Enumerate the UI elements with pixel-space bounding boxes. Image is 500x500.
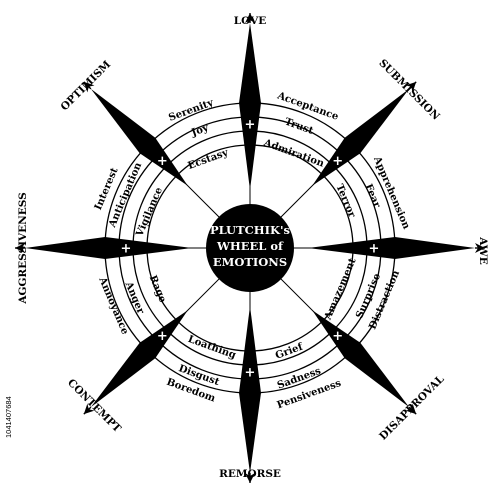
- plus-mark-awe: +: [369, 242, 380, 257]
- arrow-spike-optimism: [90, 88, 188, 186]
- label-fear: Fear: [362, 183, 382, 211]
- arrow-spike-remorse: [239, 306, 261, 473]
- arrowhead-optimism: [83, 81, 95, 93]
- arrow-spike-love: [239, 23, 261, 190]
- plus-mark-optimism: +: [157, 154, 168, 169]
- center-disk: [206, 204, 294, 292]
- plus-mark-contempt: +: [157, 329, 168, 344]
- arrow-spike-contempt: [90, 310, 188, 408]
- label-remorse: REMORSE: [219, 468, 281, 480]
- arrowhead-submission: [405, 81, 417, 93]
- watermark-id: 1041407684: [4, 396, 13, 438]
- arrowhead-awe: [475, 243, 485, 253]
- arrowhead-aggressiveness: [15, 243, 25, 253]
- arrowhead-contempt: [83, 403, 95, 415]
- label-joy: Joy: [189, 122, 211, 139]
- arrowhead-remorse: [245, 473, 255, 483]
- label-aggressiveness: AGGRESSIVENESS: [17, 192, 29, 304]
- label-rage: Rage: [147, 274, 168, 304]
- arrow-spike-disapproval: [312, 310, 410, 408]
- label-ecstasy: Ecstasy: [187, 147, 231, 172]
- label-serenity: Serenity: [167, 97, 216, 124]
- arrow-spike-aggressiveness: [25, 237, 192, 259]
- label-awe: AWE: [477, 236, 489, 264]
- compass-arrows: + + + + + + + +: [15, 13, 485, 483]
- label-acceptance: Acceptance: [275, 90, 340, 123]
- arrowhead-disapproval: [405, 403, 417, 415]
- arrow-spike-awe: [308, 237, 475, 259]
- plus-mark-aggressiveness: +: [121, 242, 132, 257]
- plus-mark-remorse: +: [245, 366, 256, 381]
- plus-mark-submission: +: [332, 154, 343, 169]
- label-trust: Trust: [283, 116, 315, 137]
- center-title-line3: EMOTIONS: [213, 255, 287, 269]
- arrowhead-love: [245, 13, 255, 23]
- center-title-line2: WHEEL of: [216, 239, 284, 253]
- label-loathing: Loathing: [186, 334, 237, 361]
- label-anger: Anger: [122, 279, 146, 316]
- label-admiration: Admiration: [261, 137, 326, 170]
- arrow-spike-submission: [312, 88, 410, 186]
- label-terror: Terror: [333, 183, 357, 220]
- center-title-line1: PLUTCHIK's: [210, 223, 290, 237]
- plus-mark-disapproval: +: [332, 329, 343, 344]
- plus-mark-love: +: [245, 118, 256, 133]
- label-amazement: Amazement: [322, 256, 358, 322]
- label-love: LOVE: [234, 15, 267, 27]
